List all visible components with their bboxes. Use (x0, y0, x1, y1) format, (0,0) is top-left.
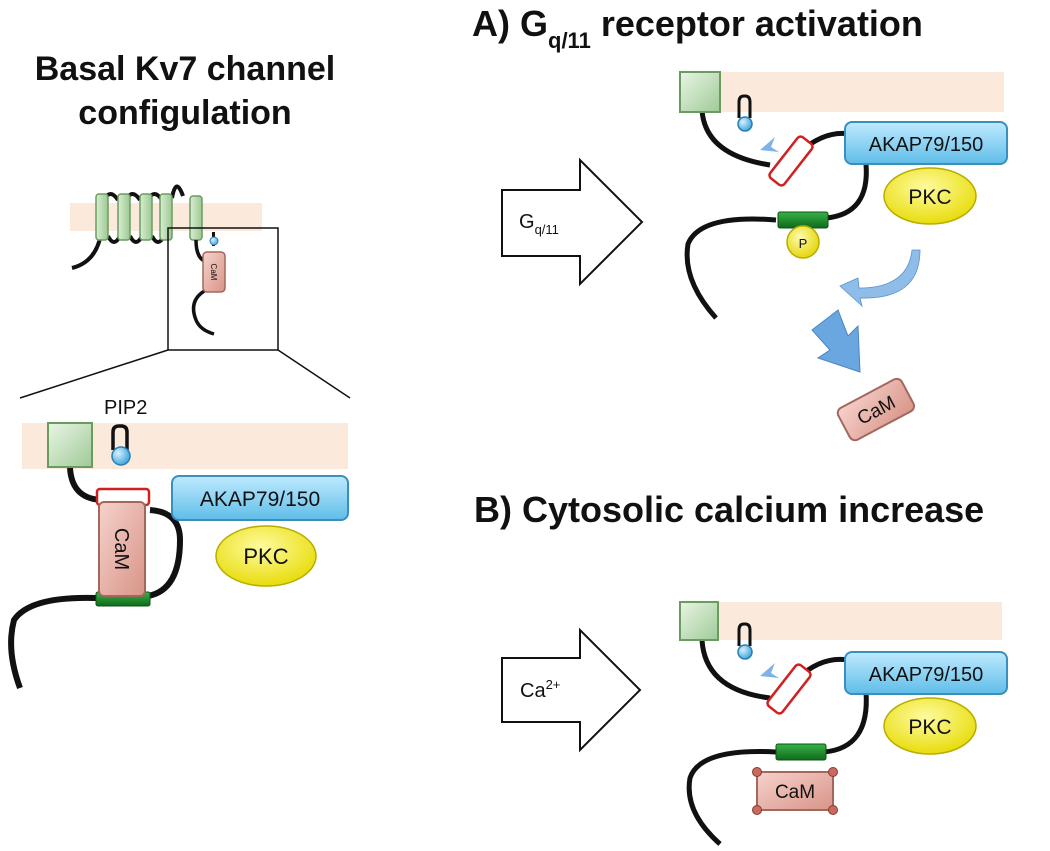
calcium-ion-1 (752, 767, 762, 777)
basal-title-line2: configulation (78, 94, 291, 132)
small-cam (202, 251, 226, 293)
basal-pip2-tails (111, 424, 129, 450)
panel-a-membrane (680, 72, 1004, 112)
panel-a-tail (684, 216, 777, 320)
small-pore-loop (170, 184, 185, 199)
basal-cam (98, 501, 146, 597)
panel-a-title-suffix: receptor activation (591, 3, 923, 44)
panel-a-s6-link (699, 109, 771, 168)
panel-a-title: A) Gq/11 receptor activation (472, 3, 923, 53)
released-cam: CaM (836, 377, 916, 442)
zoom-box (167, 227, 279, 351)
calcium-arrow-main: Ca (520, 680, 546, 702)
pip2-label: PIP2 (104, 397, 147, 419)
panel-b-s6-link (699, 639, 771, 701)
calcium-arrow (501, 627, 642, 753)
panel-b-akap-label: AKAP79/150 (869, 664, 984, 686)
basal-pkc-label: PKC (243, 544, 288, 569)
basal-channel-overview: CaM (19, 184, 351, 399)
panel-b-s6-segment (679, 601, 719, 641)
small-pip2-ball (209, 236, 219, 246)
phosphorylation-curved-arrow (839, 249, 921, 308)
calcium-ion-4 (828, 805, 838, 815)
basal-detail: PIP2 CaM AKAP79/150 PKC (8, 397, 349, 690)
calcium-bound-cam-label: CaM (775, 782, 815, 803)
gq11-arrow-label: Gq/11 (519, 211, 559, 237)
basal-loop (147, 507, 184, 599)
basal-akap (171, 475, 349, 521)
calcium-bound-cam (756, 771, 834, 811)
panel-a-title-prefix: A) G (472, 3, 548, 44)
small-helix-3 (139, 193, 153, 241)
zoom-line-right (277, 349, 351, 399)
basal-pkc (215, 525, 317, 587)
panel-b-helix-b (775, 743, 827, 761)
calcium-ion-2 (828, 767, 838, 777)
small-intracellular-loops (106, 235, 166, 244)
small-helix-4 (159, 193, 173, 241)
panel-b-small-arrow (760, 663, 779, 678)
small-cam-label: CaM (209, 264, 218, 281)
panel-b-tail (686, 749, 777, 846)
panel-a-channel: P AKAP79/150 PKC CaM (679, 71, 1008, 442)
panel-a-pkc-label: PKC (908, 186, 951, 209)
gq11-arrow-main: G (519, 211, 535, 233)
gq11-arrow (501, 157, 644, 287)
panel-b-arrow: Ca2+ (501, 627, 642, 753)
panel-a-s6-segment (679, 71, 721, 113)
zoom-line-left (19, 349, 169, 399)
panel-a-helix-a (768, 135, 814, 187)
basal-s6-segment (47, 422, 93, 468)
panel-b-akap (844, 651, 1008, 695)
small-helix-1 (95, 193, 109, 241)
basal-tail (8, 594, 97, 690)
panel-a-pip2-headgroup (737, 116, 753, 132)
small-extracellular-loops (102, 192, 164, 202)
basal-pip2-headgroup (111, 446, 131, 466)
panel-a-pip2-tails (737, 94, 752, 118)
panel-b-loop (823, 691, 869, 755)
panel-b-pkc-label: PKC (908, 716, 951, 739)
calcium-ion-3 (752, 805, 762, 815)
panel-b-membrane (680, 602, 1002, 640)
basal-cam-label: CaM (110, 528, 132, 570)
panel-b-channel: AKAP79/150 PKC CaM (679, 601, 1008, 846)
panel-b-pip2-headgroup (737, 644, 753, 660)
small-helix-2 (117, 193, 131, 241)
phosphate-marker (786, 225, 820, 259)
basal-akap-label: AKAP79/150 (200, 488, 320, 511)
panel-a-pkc (883, 167, 977, 225)
panel-a-small-arrow (760, 137, 779, 152)
released-cam-body (836, 377, 916, 442)
panel-b-pkc (883, 697, 977, 755)
panel-a-loop (825, 163, 869, 221)
panel-a-akap-label: AKAP79/150 (869, 134, 984, 156)
calcium-arrow-label: Ca2+ (520, 677, 560, 702)
panel-a-arrow: Gq/11 (501, 157, 644, 287)
cam-release-arrow (811, 309, 861, 373)
small-helix-6 (189, 195, 203, 241)
gq11-arrow-sub: q/11 (535, 222, 559, 237)
panel-b-helix-a (766, 663, 812, 715)
panel-a-title-sub: q/11 (548, 28, 591, 53)
panel-a-akap (844, 121, 1008, 165)
calcium-arrow-sup: 2+ (546, 677, 561, 692)
basal-title-line1: Basal Kv7 channel (35, 50, 335, 88)
panel-b-pip2-tails (737, 622, 752, 646)
phosphate-label: P (799, 236, 808, 251)
panel-b-title: B) Cytosolic calcium increase (474, 489, 984, 530)
